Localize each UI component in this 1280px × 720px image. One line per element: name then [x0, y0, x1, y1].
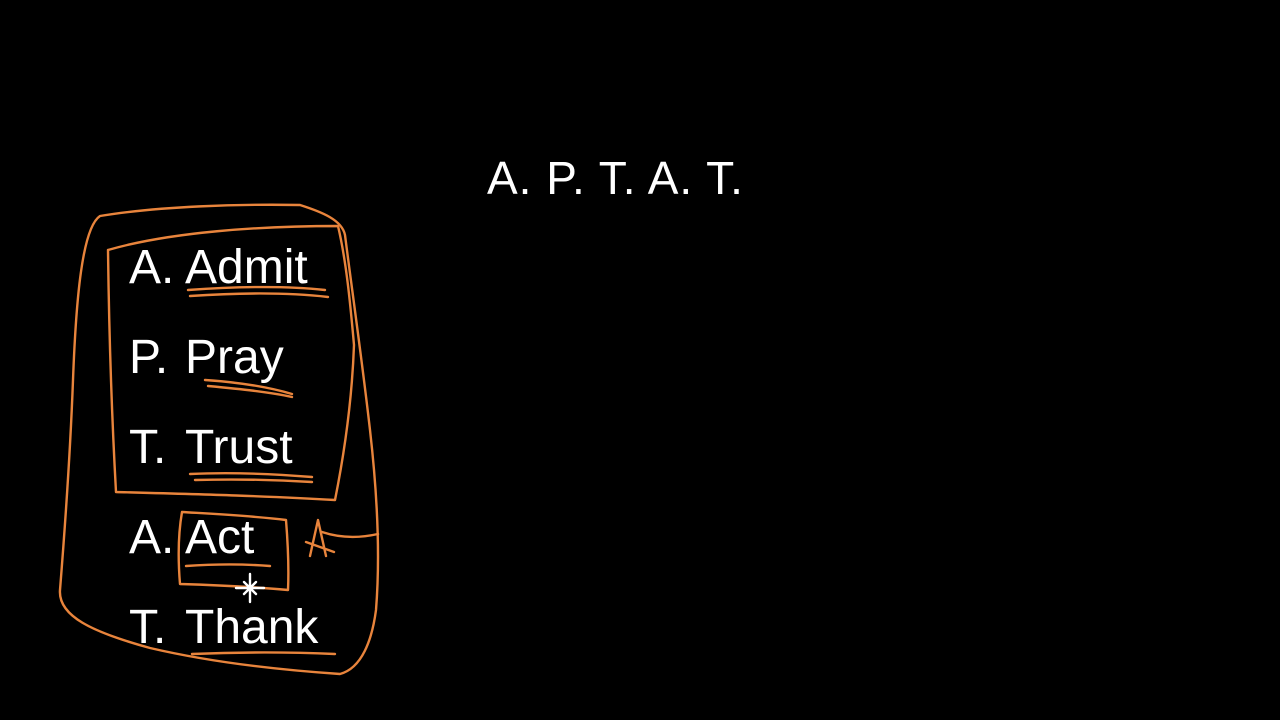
list-item-letter: T. — [129, 421, 167, 474]
list-item-word: Thank — [185, 601, 319, 654]
list-item-letter: T. — [129, 601, 167, 654]
list-item-letter: P. — [129, 331, 169, 384]
cursor-stroke — [234, 572, 266, 604]
list-item-word: Pray — [185, 331, 284, 384]
acronym-title: A. P. T. A. T. — [487, 152, 744, 204]
list-item-pray: P. Pray — [129, 330, 284, 386]
list-item-trust: T. Trust — [129, 420, 293, 476]
list-item-word: Trust — [185, 421, 293, 474]
list-item-letter: A. — [129, 241, 175, 294]
star-mark-stroke — [304, 518, 380, 558]
list-item-word: Admit — [185, 241, 308, 294]
list-item-thank: T. Thank — [129, 600, 318, 656]
list-item-admit: A.Admit — [129, 240, 308, 296]
list-item-letter: A. — [129, 511, 175, 564]
list-item-word: Act — [185, 511, 255, 564]
list-item-act: A.Act — [129, 510, 254, 566]
